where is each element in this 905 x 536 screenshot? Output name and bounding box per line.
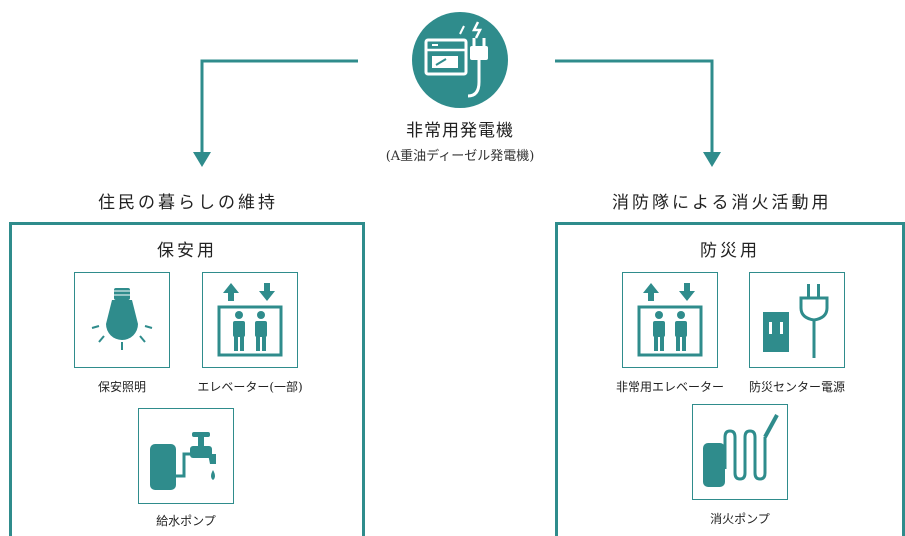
left-item-label-2: エレベーター(一部) [197,380,303,394]
fire-pump-icon [703,414,779,487]
right-item-label-1: 非常用エレベーター [615,380,724,394]
right-item-label-3: 消火ポンプ [710,512,770,526]
left-section-heading: 住民の暮らしの維持 [98,193,278,213]
outlet-plug-box [749,272,845,368]
outlet-plug-icon [763,284,829,358]
left-panel-title: 保安用 [157,241,217,261]
light-bulb-icon [91,288,153,350]
right-item-label-2: 防災センター電源 [748,380,845,394]
generator-plug-icon [424,21,488,98]
right-panel-title: 防災用 [700,241,760,261]
left-panel [9,222,365,536]
right-panel [555,222,905,536]
elevator-icon [217,283,283,357]
elevator-box-right [622,272,718,368]
left-arrow-head [193,152,211,167]
left-connector-line [200,59,358,155]
elevator-icon [637,283,703,357]
left-item-label-1: 保安照明 [97,380,146,394]
water-pump-icon [150,432,216,490]
right-section-heading: 消防隊による消火活動用 [612,193,832,213]
right-connector-line [555,59,714,155]
generator-subtitle: (A重油ディーゼル発電機) [385,149,535,164]
left-item-label-3: 給水ポンプ [156,514,216,528]
right-arrow-head [703,152,721,167]
elevator-box-left [202,272,298,368]
fire-pump-box [692,404,788,500]
light-bulb-box [74,272,170,368]
generator-icon-circle [412,12,508,108]
water-pump-box [138,408,234,504]
generator-title: 非常用発電機 [406,121,514,141]
